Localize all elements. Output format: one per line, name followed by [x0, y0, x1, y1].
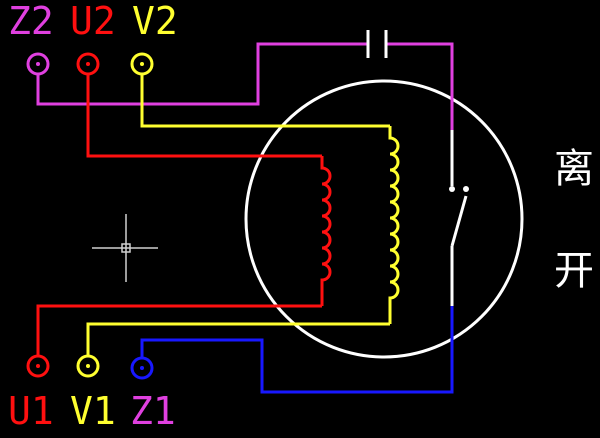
terminal-label-z2: Z2 — [8, 0, 54, 43]
wire-z2 — [36, 42, 368, 106]
switch-contact-right — [463, 186, 469, 192]
terminal-label-v2: V2 — [132, 0, 178, 43]
terminal-u1 — [26, 354, 50, 378]
terminal-z1 — [130, 356, 154, 380]
wire-u2 — [86, 74, 322, 158]
terminal-label-v1: V1 — [70, 389, 116, 433]
switch-contact-left — [449, 186, 455, 192]
aux-winding-coil — [388, 126, 400, 324]
terminal-label-z1: Z1 — [130, 389, 176, 433]
wire-z2-switch — [386, 42, 454, 130]
crosshair-cursor-icon — [92, 214, 158, 282]
side-text-1: 离 — [554, 146, 594, 192]
terminal-label-u1: U1 — [8, 389, 54, 433]
terminal-v1 — [76, 354, 100, 378]
motor-housing-circle — [244, 79, 524, 359]
wire-v2 — [140, 74, 390, 128]
switch-blade — [450, 195, 468, 247]
main-winding-coil — [320, 156, 332, 306]
terminal-label-u2: U2 — [70, 0, 116, 43]
wire-v1 — [86, 322, 390, 356]
side-text-2: 开 — [554, 248, 594, 294]
wire-z1 — [140, 306, 454, 394]
wire-u1 — [36, 304, 322, 356]
